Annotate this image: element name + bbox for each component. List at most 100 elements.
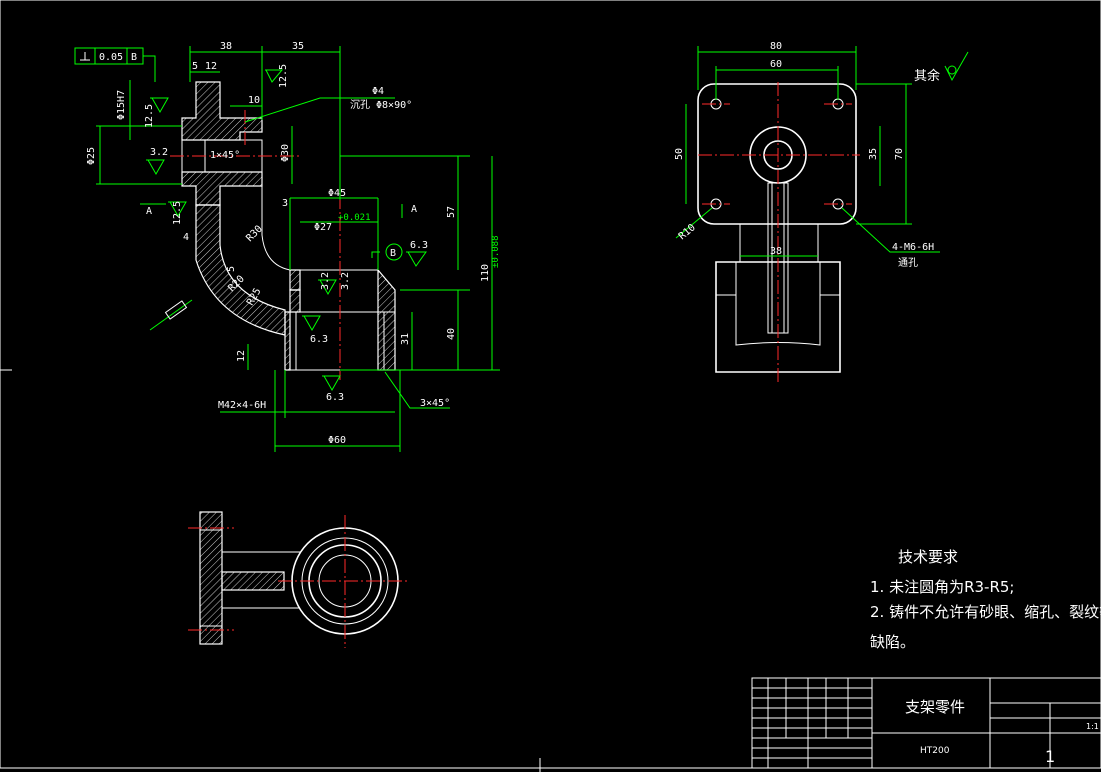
tb-scale: 1:1 bbox=[1086, 722, 1099, 731]
holes-leader bbox=[841, 207, 940, 253]
curved-arm-section bbox=[195, 204, 286, 336]
roughness-mark-6-3-b bbox=[322, 375, 341, 392]
dim-38: 38 bbox=[220, 41, 232, 52]
dim-phi15: Φ15H7 bbox=[116, 90, 127, 120]
dim-phi27: Φ27 bbox=[314, 222, 332, 233]
rest-roughness-label: 其余 bbox=[914, 68, 940, 84]
roughness-mark-3-2-c bbox=[318, 279, 337, 296]
roughness-6-3-b: 6.3 bbox=[326, 392, 344, 403]
title-block-frame bbox=[751, 677, 1101, 769]
roughness-mark-12-5-b bbox=[265, 69, 284, 83]
notes-line-1: 1. 未注圆角为R3-R5; bbox=[870, 578, 1014, 596]
dim-110: 110 bbox=[480, 264, 491, 282]
roughness-mark-12-5-c bbox=[168, 201, 187, 218]
rest-roughness-circle bbox=[947, 65, 957, 75]
dim-5b: 5 bbox=[226, 266, 237, 272]
chamfer-leader bbox=[384, 371, 450, 409]
dim-38b: 38 bbox=[770, 246, 782, 257]
right-view bbox=[697, 82, 860, 385]
roughness-6-3-c: 6.3 bbox=[410, 240, 428, 251]
dim-3-2-c: 3.2 bbox=[320, 272, 331, 290]
boss-wall-right bbox=[377, 268, 396, 371]
section-a-left: A bbox=[146, 206, 152, 217]
dim-phi25: Φ25 bbox=[86, 147, 97, 165]
front-view-dimensions: 38 35 5 12 10 0.05 B Φ15H7 Φ25 Φ30 12.5 … bbox=[74, 41, 501, 452]
dim-31: 31 bbox=[400, 333, 411, 345]
lower-boss-step-left bbox=[716, 262, 737, 296]
dim-holes: 4-M6-6H bbox=[892, 242, 934, 253]
datum-b: B bbox=[390, 248, 396, 259]
dim-3: 3 bbox=[282, 198, 288, 209]
top-view-arm bbox=[221, 571, 285, 591]
notes-title: 技术要求 bbox=[898, 548, 958, 566]
flange-top-section bbox=[181, 81, 263, 141]
roughness-mark-3-2-a bbox=[146, 159, 165, 176]
boss-wall-left bbox=[284, 289, 301, 371]
tol-phi27: +0.021 bbox=[338, 213, 371, 223]
dim-b60: Φ60 bbox=[328, 435, 346, 446]
datum-b-circle bbox=[385, 243, 403, 261]
boss-wall-left-top bbox=[289, 269, 301, 291]
dim-b45: Φ45 bbox=[328, 188, 346, 199]
roughness-12-5-b: 12.5 bbox=[278, 64, 289, 88]
r10-leader bbox=[675, 207, 713, 239]
arm-section-leader bbox=[149, 299, 193, 331]
dim-5: 5 bbox=[192, 61, 198, 72]
flange-plate-outline bbox=[697, 83, 857, 225]
tb-material: HT200 bbox=[920, 746, 950, 756]
dim-phi4: Φ4 bbox=[372, 86, 384, 97]
tol-110: ±0.088 bbox=[491, 235, 501, 268]
roughness-3-2-a: 3.2 bbox=[150, 147, 168, 158]
roughness-6-3-a: 6.3 bbox=[310, 334, 328, 345]
dim-10: 10 bbox=[248, 95, 260, 106]
notes-line-3: 缺陷。 bbox=[870, 633, 915, 651]
front-section-view bbox=[170, 81, 396, 380]
chamfer-1x45: 1×45° bbox=[210, 150, 240, 161]
dim-57: 57 bbox=[446, 206, 457, 218]
top-view bbox=[188, 511, 410, 648]
roughness-12-5-a: 12.5 bbox=[144, 104, 155, 128]
dim-3-2-b: 3.2 bbox=[340, 272, 351, 290]
tolerance-leader bbox=[143, 55, 156, 82]
dim-4: 4 bbox=[183, 232, 189, 243]
roughness-mark-6-3-a bbox=[302, 315, 321, 332]
tb-sheet-no: 1 bbox=[1045, 747, 1055, 766]
top-view-flange bbox=[199, 511, 223, 645]
arm-inner-curve bbox=[261, 186, 291, 271]
dim-35: 35 bbox=[292, 41, 304, 52]
roughness-12-5-c: 12.5 bbox=[172, 201, 183, 225]
countersink-note: 沉孔 Φ8×90° bbox=[350, 98, 412, 111]
dim-35b: 35 bbox=[868, 148, 879, 160]
boss-bore-top bbox=[299, 269, 379, 313]
title-block: 支架零件 HT200 1 1:1 bbox=[751, 677, 1101, 769]
dim-12: 12 bbox=[205, 61, 217, 72]
dim-12-bottom: 12 bbox=[236, 350, 247, 362]
section-a-right: A bbox=[411, 204, 417, 215]
roughness-mark-12-5-a bbox=[150, 97, 169, 114]
lower-boss-outline bbox=[715, 261, 841, 373]
dim-chamfer-3x45: 3×45° bbox=[420, 398, 450, 409]
tolerance-value: 0.05 bbox=[99, 52, 123, 63]
flange-bottom-section bbox=[181, 171, 263, 206]
technical-requirements: 技术要求 1. 未注圆角为R3-R5; 2. 铸件不允许有砂眼、缩孔、裂纹等 缺… bbox=[870, 548, 1101, 651]
tolerance-datum: B bbox=[131, 52, 137, 63]
dim-thru: 通孔 bbox=[898, 257, 918, 269]
dim-60: 60 bbox=[770, 59, 782, 70]
dim-40: 40 bbox=[446, 328, 457, 340]
dim-phi30: Φ30 bbox=[280, 144, 291, 162]
notes-line-2: 2. 铸件不允许有砂眼、缩孔、裂纹等 bbox=[870, 603, 1101, 621]
rest-roughness-mark bbox=[944, 51, 969, 82]
arm-section-profile bbox=[164, 300, 188, 320]
dim-70: 70 bbox=[894, 148, 905, 160]
dim-50: 50 bbox=[674, 148, 685, 160]
roughness-mark-6-3-c bbox=[406, 251, 427, 267]
lower-boss-step-right bbox=[819, 262, 840, 296]
dim-thread: M42×4-6H bbox=[218, 400, 266, 411]
tb-part-name: 支架零件 bbox=[905, 698, 965, 716]
dim-80: 80 bbox=[770, 41, 782, 52]
hole-callout-leader bbox=[244, 97, 395, 123]
dim-r10: R10 bbox=[677, 222, 698, 242]
datum-b-leader bbox=[371, 251, 380, 258]
